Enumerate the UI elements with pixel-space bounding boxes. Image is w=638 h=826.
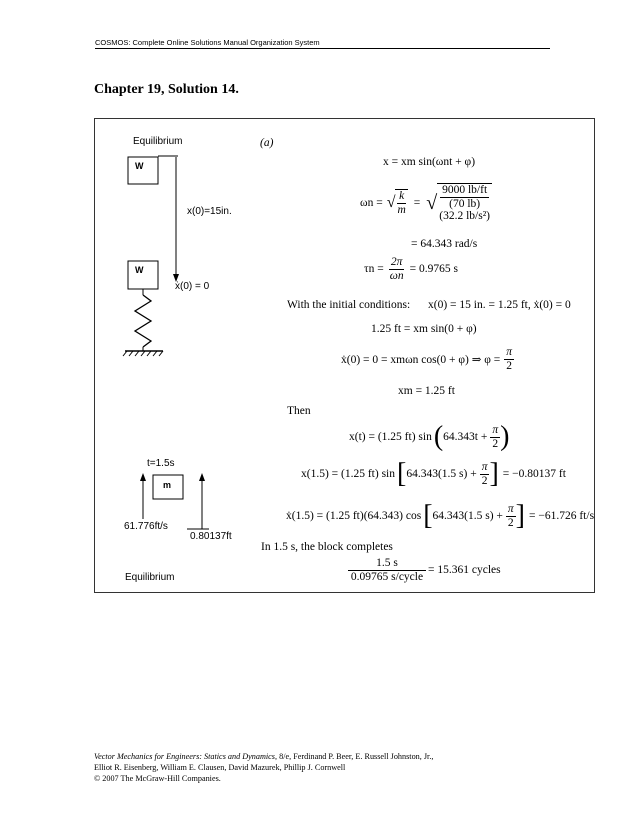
eq-v15: ẋ(1.5) = (1.25 ft)(64.343) cos [ 64.343(… [286, 500, 595, 531]
disp-arrowhead [199, 473, 205, 481]
xm-value: xm = 1.25 ft [398, 385, 455, 397]
footer: Vector Mechanics for Engineers: Statics … [94, 751, 433, 784]
cycles-value: = 15.361 cycles [428, 564, 501, 577]
then-label: Then [287, 405, 311, 417]
block-bottom-label: m [163, 480, 171, 490]
eq-x15-text: x(1.5) = (1.25 ft) sin [301, 468, 395, 480]
footer-line2: Elliot R. Eisenberg, William E. Clausen,… [94, 763, 346, 772]
ground-hatch [122, 350, 164, 357]
eq-v15-text: ẋ(1.5) = (1.25 ft)(64.343) cos [286, 510, 422, 522]
page-header: COSMOS: Complete Online Solutions Manual… [95, 38, 550, 49]
t-label: t=1.5s [147, 458, 175, 469]
eq-x15: x(1.5) = (1.25 ft) sin [ 64.343(1.5 s) +… [301, 458, 566, 489]
eq-xt-text: x(t) = (1.25 ft) sin [349, 431, 432, 443]
omega-lhs: ωn = [360, 197, 383, 209]
solution-box [94, 118, 595, 593]
eq-v15-value: = −61.726 ft/s [529, 510, 595, 522]
x0-label: x(0)=15in. [187, 206, 232, 217]
eq-initial-position: 1.25 ft = xm sin(0 + φ) [371, 323, 477, 335]
omega-numeric-fraction: 9000 lb/ft (70 lb)(32.2 lb/s²) [437, 183, 492, 223]
velocity-arrowhead [140, 473, 146, 481]
displacement-arrowhead [173, 274, 179, 282]
eq-xt-arg: 64.343t + [443, 431, 488, 443]
tau-value: = 0.9765 s [409, 263, 458, 276]
block-top-label: W [135, 161, 144, 171]
eq-phase-text: ẋ(0) = 0 = xmωn cos(0 + φ) ⇒ φ = [341, 354, 501, 367]
bottom-equilibrium-label: Equilibrium [125, 572, 174, 583]
disp-label: 0.80137ft [190, 531, 232, 542]
part-label: (a) [260, 137, 274, 149]
block-mid-label: W [135, 265, 144, 275]
chapter-title: Chapter 19, Solution 14. [94, 82, 239, 97]
eq-displacement: x = xm sin(ωnt + φ) [383, 156, 476, 168]
tau-lhs: τn = [364, 263, 384, 276]
eq-x15-arg: 64.343(1.5 s) + [406, 468, 477, 480]
vibration-figure: Equilibrium W x(0)=15in. W ẋ(0) = 0 t=1.… [122, 136, 232, 583]
velocity-label: 61.776ft/s [124, 521, 168, 532]
initial-conditions-text: With the initial conditions: [287, 299, 411, 311]
top-equilibrium-label: Equilibrium [133, 136, 182, 147]
eq-x15-value: = −0.80137 ft [502, 468, 566, 480]
eq-v15-arg: 64.343(1.5 s) + [432, 510, 503, 522]
footer-book-title: Vector Mechanics for Engineers: Statics … [94, 752, 275, 761]
footer-line3: © 2007 The McGraw-Hill Companies. [94, 774, 221, 783]
cycles-text: In 1.5 s, the block completes [261, 541, 393, 553]
block-top [127, 156, 159, 185]
spring [133, 294, 153, 348]
omega-value: = 64.343 rad/s [411, 238, 478, 250]
initial-conditions-values: x(0) = 15 in. = 1.25 ft, ẋ(0) = 0 [428, 299, 571, 311]
block-bottom [152, 474, 184, 500]
xdot0-label: ẋ(0) = 0 [175, 281, 210, 292]
footer-line1: , 8/e, Ferdinand P. Beer, E. Russell Joh… [275, 752, 434, 761]
